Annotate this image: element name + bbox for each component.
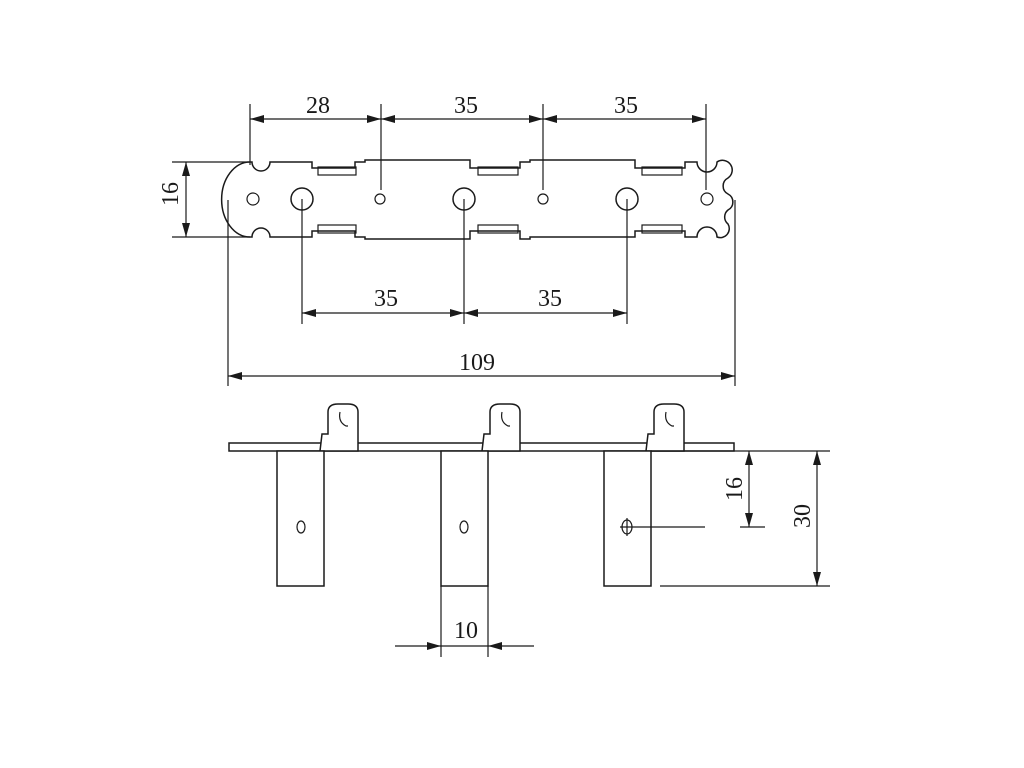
dim-label-16-tab: 16 — [722, 477, 748, 501]
slot — [317, 224, 357, 234]
slot — [477, 224, 519, 234]
slot — [317, 166, 357, 176]
tab-hole — [459, 520, 469, 534]
hook-inner — [665, 411, 674, 427]
tab — [276, 450, 325, 587]
hook — [319, 403, 359, 452]
small-hole — [700, 192, 714, 206]
slot — [641, 224, 683, 234]
small-hole — [374, 193, 386, 205]
hook-inner — [501, 411, 510, 427]
plate-outline — [220, 159, 734, 240]
small-hole — [246, 192, 260, 206]
top-view: 28 35 35 16 35 35 109 — [158, 93, 736, 386]
dim-label-109: 109 — [459, 350, 495, 376]
hook-inner — [339, 411, 348, 427]
front-view: 16 30 10 — [228, 403, 830, 657]
dim-label-35-hole-left: 35 — [374, 286, 398, 312]
dim-label-30: 30 — [790, 504, 816, 528]
slot — [641, 166, 683, 176]
slot — [477, 166, 519, 176]
hook — [481, 403, 521, 452]
tab — [440, 450, 489, 587]
dim-label-10: 10 — [454, 618, 478, 644]
hook — [645, 403, 685, 452]
tab-hole — [296, 520, 306, 534]
dim-label-28: 28 — [306, 93, 330, 119]
dim-label-16-plate: 16 — [158, 182, 184, 206]
dim-label-35-top-right: 35 — [614, 93, 638, 119]
dim-label-35-top-mid: 35 — [454, 93, 478, 119]
dim-label-35-hole-right: 35 — [538, 286, 562, 312]
small-hole — [537, 193, 549, 205]
